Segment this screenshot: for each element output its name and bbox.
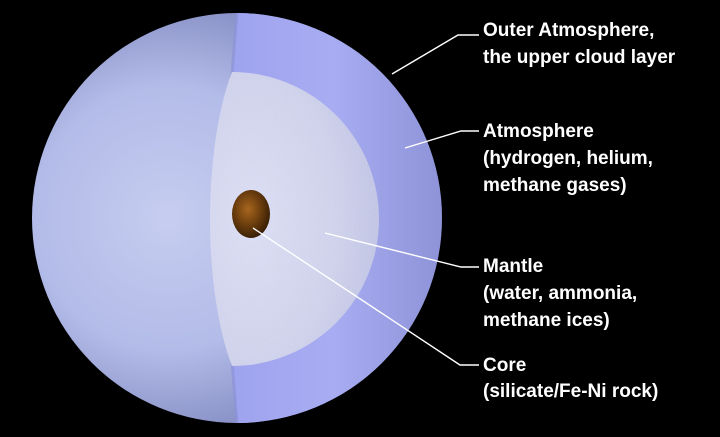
core-sphere xyxy=(232,190,270,238)
label-outer-atmosphere: Outer Atmosphere, the upper cloud layer xyxy=(483,20,676,68)
mantle-texture xyxy=(210,72,379,366)
label-line: Core xyxy=(483,355,526,376)
label-line: Atmosphere xyxy=(483,121,594,142)
leader-line-atmosphere xyxy=(404,130,479,149)
label-line: methane ices) xyxy=(483,310,610,331)
label-mantle: Mantle (water, ammonia, methane ices) xyxy=(483,256,637,331)
label-line: the upper cloud layer xyxy=(483,47,676,68)
label-line: (silicate/Fe-Ni rock) xyxy=(483,381,658,402)
mantle-layer xyxy=(210,72,379,366)
label-line: (hydrogen, helium, xyxy=(483,148,653,169)
leader-line-mantle xyxy=(324,232,479,268)
label-line: Outer Atmosphere, xyxy=(483,20,654,41)
label-line: Mantle xyxy=(483,256,543,277)
label-line: (water, ammonia, xyxy=(483,283,637,304)
label-line: methane gases) xyxy=(483,175,627,196)
leader-line-outer-atmosphere xyxy=(391,34,479,75)
label-atmosphere: Atmosphere (hydrogen, helium, methane ga… xyxy=(483,121,653,196)
label-core: Core (silicate/Fe-Ni rock) xyxy=(483,355,658,402)
leader-line-core xyxy=(252,227,479,366)
